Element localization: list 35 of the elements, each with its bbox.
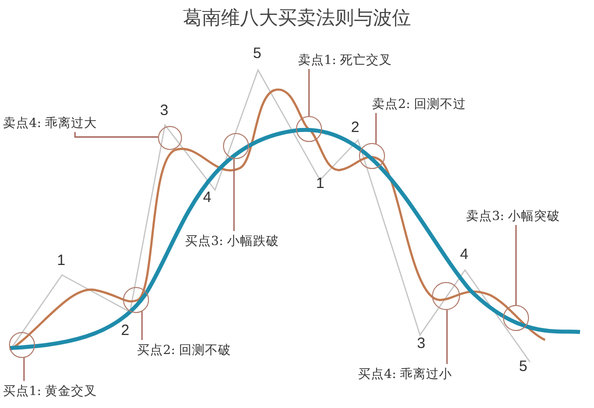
wave-number: 5	[519, 359, 528, 375]
leader-line	[141, 312, 143, 340]
marker-circle	[123, 287, 149, 313]
leader-line	[375, 113, 377, 144]
marker-circle	[359, 143, 385, 169]
leader-line	[308, 69, 310, 116]
leader-line	[23, 358, 25, 381]
marker-circle	[223, 133, 249, 159]
callout-text: 买点4: 乖离过小	[358, 366, 452, 381]
wave-number: 3	[417, 336, 426, 352]
leader-line	[515, 225, 517, 305]
callout-text: 卖点1: 死亡交叉	[298, 52, 392, 67]
leader-line	[74, 132, 158, 138]
title: 葛南维八大买卖法则与波位	[182, 6, 412, 30]
callout-text: 买点3: 小幅跌破	[185, 233, 280, 248]
wave-number: 4	[203, 190, 212, 206]
wave-number: 4	[460, 247, 468, 263]
callout-text: 买点2: 回测不破	[137, 342, 232, 357]
leader-line	[446, 310, 448, 364]
marker-circle	[503, 305, 529, 331]
wave-number: 2	[121, 323, 130, 339]
wave-number: 5	[253, 46, 262, 62]
callout-text: 卖点4: 乖离过大	[3, 115, 98, 130]
marker-circle	[158, 126, 182, 150]
callout-text: 买点1: 黄金交叉	[3, 383, 98, 398]
callout-text: 卖点3: 小幅突破	[466, 208, 560, 223]
marker-circle	[432, 282, 460, 310]
leader-line	[233, 158, 235, 231]
wave-number: 1	[57, 253, 66, 269]
marker-circle	[296, 116, 322, 142]
wave-number: 2	[351, 120, 360, 136]
wave-number: 1	[316, 176, 324, 192]
marker-circle	[9, 332, 35, 358]
wave-number: 3	[160, 103, 168, 119]
callout-text: 卖点2: 回测不过	[372, 96, 466, 111]
